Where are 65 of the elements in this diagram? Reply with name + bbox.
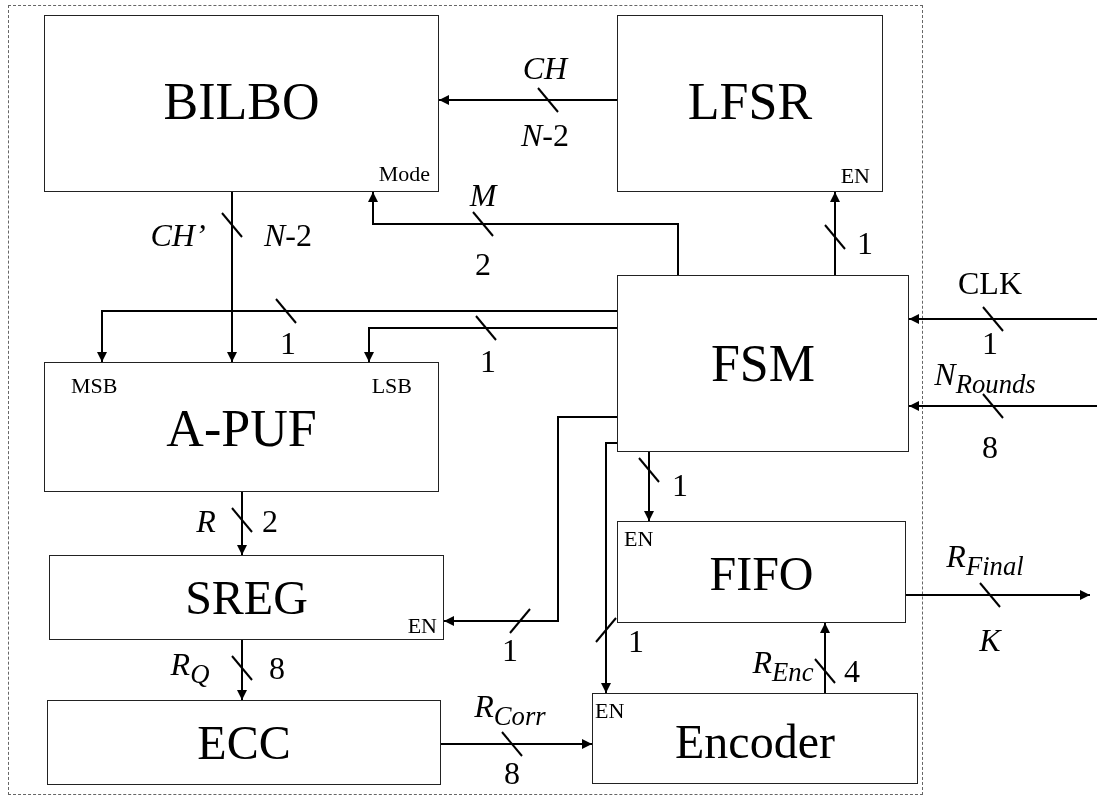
signal-label: N$_{Rounds}$: [933, 358, 1037, 398]
signal-label: R$_{Q}$: [169, 648, 211, 688]
arrow: [908, 401, 1097, 411]
arrow: [438, 95, 618, 105]
arrow: [97, 310, 618, 363]
port-label: EN: [840, 165, 870, 187]
arrow: [830, 191, 840, 276]
bus-width-label: 2: [261, 505, 279, 537]
block-title: Encoder: [674, 718, 836, 766]
block-title: FIFO: [708, 550, 815, 598]
signal-label: CLK: [957, 267, 1023, 299]
bus-width-label: 4: [843, 655, 861, 687]
arrow: [368, 191, 679, 276]
port-label: MSB: [71, 375, 118, 397]
block-box: [44, 15, 439, 192]
arrow: [237, 491, 247, 556]
block-box: [47, 700, 441, 785]
bus-width-label: 1: [856, 227, 874, 259]
signal-label: R$_{Final}$: [945, 540, 1025, 580]
arrow: [820, 622, 830, 694]
block-title: SREG: [184, 574, 309, 622]
bus-width-label: 1: [981, 327, 999, 359]
arrow: [905, 590, 1091, 600]
arrow: [440, 739, 593, 749]
arrow: [237, 639, 247, 701]
arrow: [908, 314, 1097, 324]
signal-label: R$_{Enc}$: [751, 646, 815, 686]
block-box: [49, 555, 444, 640]
block-box: [617, 275, 909, 452]
bus-width-label: 1: [501, 634, 519, 666]
bus-width-label: 1: [479, 345, 497, 377]
bus-width-label: 1: [279, 327, 297, 359]
bus-width-label: 8: [981, 431, 999, 463]
bus-width-label: 8: [268, 652, 286, 684]
signal-label: CH: [521, 52, 570, 84]
block-title: FSM: [709, 338, 817, 390]
port-label: EN: [595, 700, 625, 722]
block-box: [617, 15, 883, 192]
arrow: [443, 416, 618, 626]
bus-width-label: N-2: [520, 119, 570, 151]
port-label: Mode: [378, 163, 430, 185]
port-label: LSB: [371, 375, 412, 397]
bus-width-label: 1: [671, 469, 689, 501]
signal-label: R$_{Corr}$: [473, 690, 547, 730]
port-label: EN: [407, 615, 437, 637]
signal-label: CH’: [149, 219, 207, 251]
block-title: BILBO: [162, 76, 321, 128]
block-box: [592, 693, 918, 784]
block-box: [44, 362, 439, 492]
port-label: EN: [624, 528, 654, 550]
block-title: A-PUF: [165, 403, 318, 455]
arrow: [364, 327, 618, 363]
block-title: LFSR: [686, 76, 814, 128]
bus-width-label: N-2: [263, 219, 313, 251]
arrow: [644, 451, 654, 522]
arrow: [601, 442, 618, 694]
bus-width-label: 8: [503, 757, 521, 789]
bus-width-label: 2: [474, 248, 492, 280]
signal-label: R: [195, 505, 217, 537]
signal-label: M: [468, 179, 499, 211]
bus-width-label: 1: [627, 625, 645, 657]
bus-width-label: K: [978, 624, 1003, 656]
block-box: [617, 521, 906, 623]
block-title: ECC: [196, 719, 292, 767]
arrow: [227, 191, 237, 363]
